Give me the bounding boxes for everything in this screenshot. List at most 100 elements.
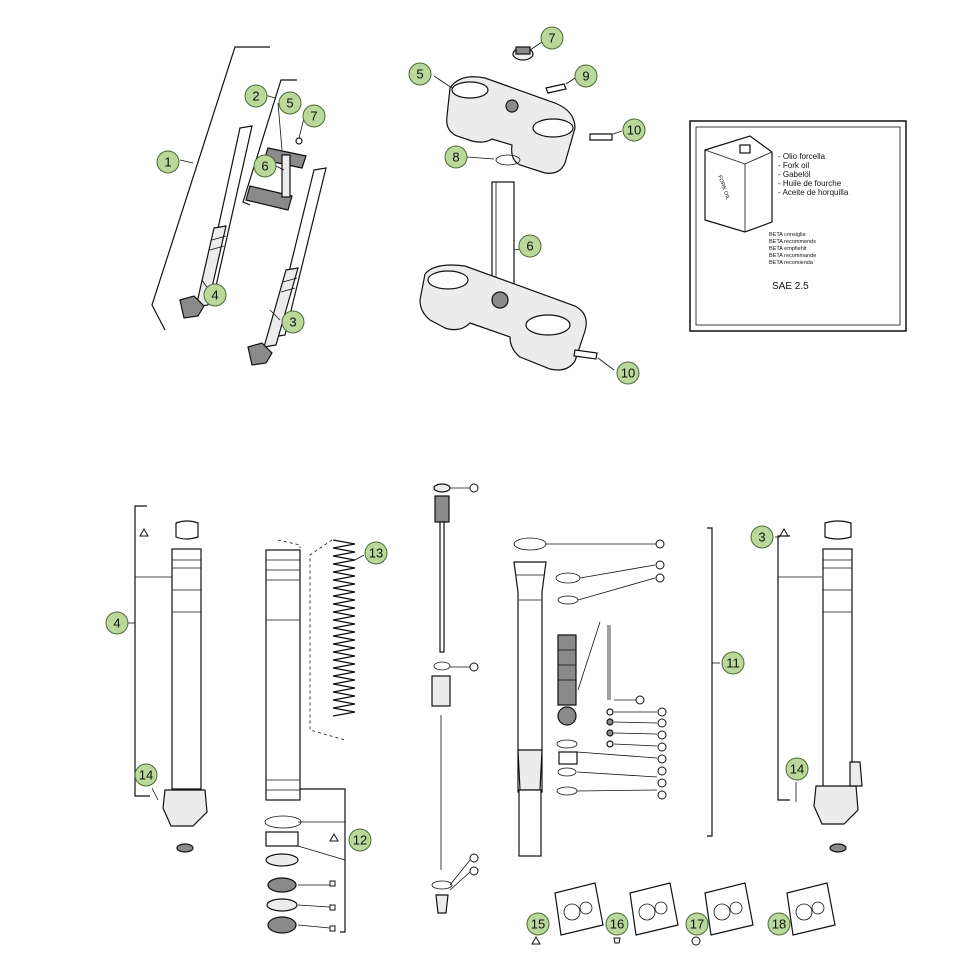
callout-number: 12 [353,833,367,848]
callout-5: 5 [278,91,302,115]
callout-bubble [408,62,432,86]
seal-kit-15 [531,882,604,945]
callout-bubble [518,234,542,258]
callout-bubble [156,150,180,174]
callout-14: 14 [134,763,158,787]
callout-3: 3 [750,525,774,549]
right-outer-tube [775,520,863,853]
callout-number: 2 [252,89,259,104]
callout-6: 6 [518,234,542,258]
oil-line-5: - Aceite de horquilla [778,188,849,197]
callout-number: 7 [310,109,317,124]
callout-bubble [605,912,629,936]
callout-bubble [540,26,564,50]
callout-number: 10 [621,366,635,381]
callout-16: 16 [605,912,629,936]
callout-10: 10 [622,118,646,142]
callout-bubble [364,541,388,565]
callout-bubble [526,912,550,936]
callout-10: 10 [616,361,640,385]
callout-bubble [721,651,745,675]
callout-bubble [685,912,709,936]
callout-9: 9 [574,64,598,88]
callout-bubble [134,763,158,787]
recommend-line-2: BETA recommends [769,239,816,245]
callout-8: 8 [444,145,468,169]
callout-number: 15 [531,917,545,932]
callout-number: 17 [690,917,704,932]
callout-bubble [278,91,302,115]
callout-bubble [785,757,809,781]
callout-bubble [105,611,129,635]
callout-number: 10 [627,123,641,138]
callout-1: 1 [156,150,180,174]
callout-bubble [767,912,791,936]
callout-number: 14 [139,768,153,783]
upper-triple-clamp [433,41,623,174]
fork-spring [332,539,356,717]
callout-11: 11 [721,651,745,675]
callout-bubble [302,104,326,128]
fork-assembly-group [151,46,327,366]
callout-number: 6 [261,159,268,174]
callout-bubble [348,828,372,852]
callout-bubble [203,283,227,307]
callout-number: 4 [113,616,120,631]
recommend-line-5: BETA recomienda [769,260,814,266]
oil-line-1: - Olio forcella [778,152,826,161]
inner-tube-spring [264,539,365,934]
lower-triple-clamp [419,181,615,371]
damper-rod-column [431,483,479,914]
callout-bubble [253,154,277,178]
callout-number: 5 [416,67,423,82]
callout-12: 12 [348,828,372,852]
callout-bubble [750,525,774,549]
recommend-line-1: BETA consiglia [769,232,807,238]
fork-oil-box: FORK OIL - Olio forcella - Fork oil - Ga… [689,120,907,332]
callout-6: 6 [253,154,277,178]
callout-number: 3 [289,315,296,330]
callout-bubble [244,84,268,108]
callout-bubble [622,118,646,142]
callout-number: 6 [526,239,533,254]
seal-kit-16 [613,882,679,944]
callout-13: 13 [364,541,388,565]
oil-line-3: - Gabelöl [778,170,811,179]
callout-number: 14 [790,762,804,777]
left-outer-tube [128,505,208,853]
callout-number: 8 [452,150,459,165]
callout-17: 17 [685,912,709,936]
callout-number: 1 [164,155,171,170]
callout-15: 15 [526,912,550,936]
callout-number: 11 [726,656,740,671]
callout-number: 16 [610,917,624,932]
small-triple-clamp [245,137,307,211]
callout-number: 4 [211,288,218,303]
right-fork-leg [247,167,327,366]
callout-number: 18 [772,917,786,932]
callout-number: 5 [286,96,293,111]
cartridge-assembly [513,537,667,857]
callout-7: 7 [302,104,326,128]
callout-number: 3 [758,530,765,545]
callout-5: 5 [408,62,432,86]
callout-2: 2 [244,84,268,108]
callout-4: 4 [203,283,227,307]
callout-18: 18 [767,912,791,936]
callout-4: 4 [105,611,129,635]
callout-bubble [616,361,640,385]
oil-line-2: - Fork oil [778,161,809,170]
callout-7: 7 [540,26,564,50]
recommend-line-4: BETA recommande [769,253,816,259]
callout-bubble [574,64,598,88]
recommend-line-3: BETA empfiehlt [769,246,807,252]
oil-line-4: - Huile de fourche [778,179,842,188]
oil-grade: SAE 2.5 [772,281,809,292]
seal-kit-17 [691,882,754,946]
callout-number: 9 [582,69,589,84]
callout-number: 13 [369,546,383,561]
seal-kit-18 [786,882,836,936]
callout-number: 7 [548,31,555,46]
